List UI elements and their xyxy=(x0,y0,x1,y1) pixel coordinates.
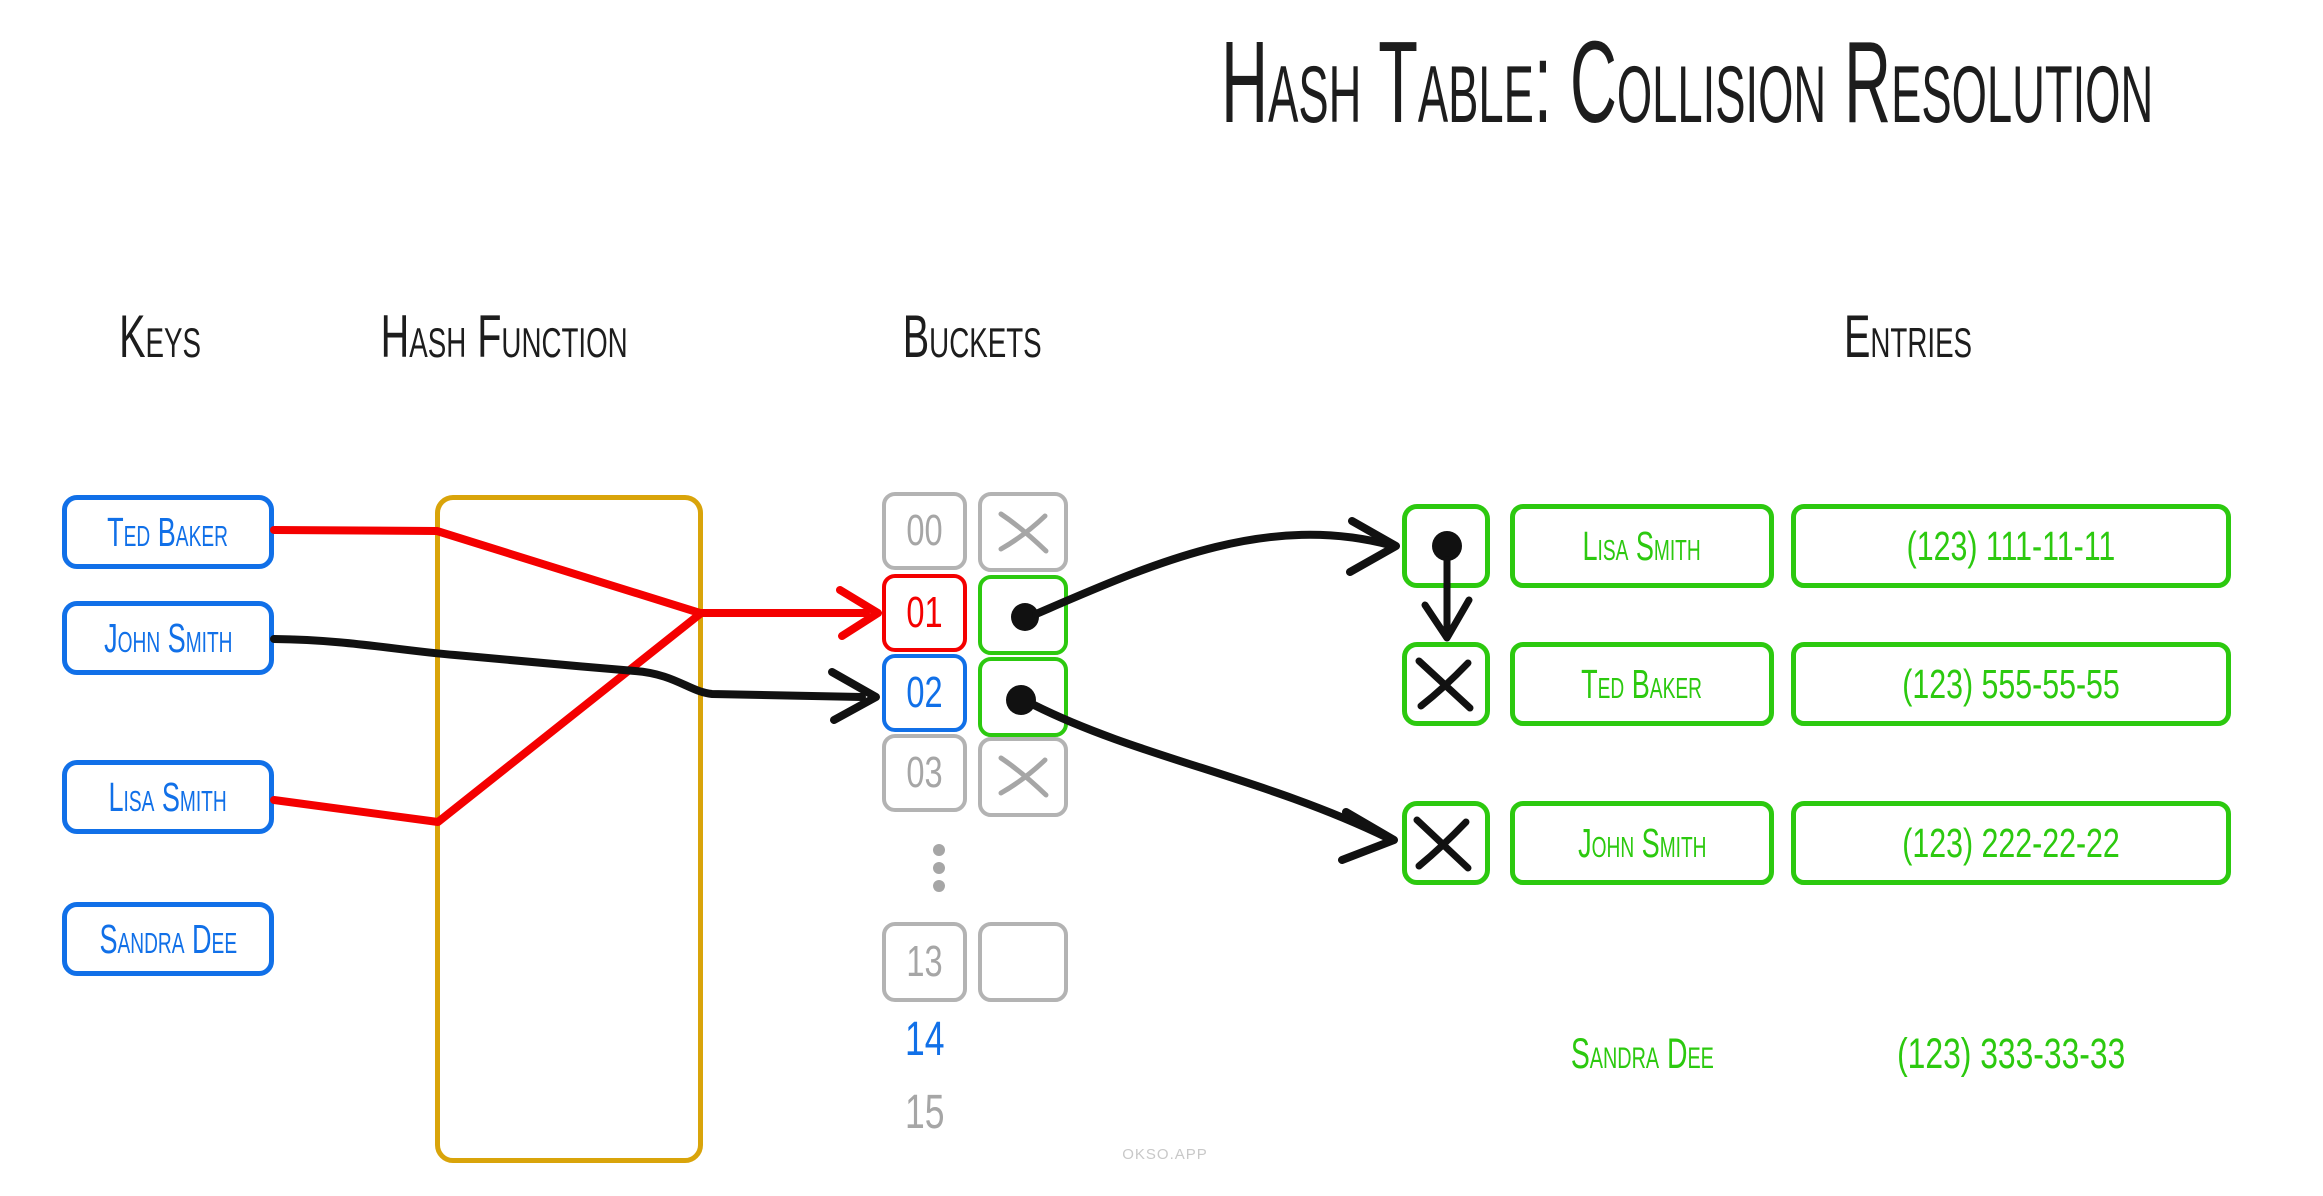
hash-function-box xyxy=(435,495,703,1163)
bucket-index-02: 02 xyxy=(882,654,967,732)
bucket-slot-02-occupied xyxy=(978,657,1068,737)
bucket-index-00: 00 xyxy=(882,492,967,570)
page-title-text: Hash Table: Collision Resolution xyxy=(1221,17,2154,147)
entry-phone-john-smith: (123) 222-22-22 xyxy=(1791,801,2231,885)
column-label-entries: Entries xyxy=(1843,302,1973,370)
column-label-hash-function: Hash Function xyxy=(380,302,628,370)
bucket-index-13: 13 xyxy=(882,922,967,1002)
page-title: Hash Table: Collision Resolution xyxy=(1140,17,2235,147)
bucket-slot-00-deleted xyxy=(978,492,1068,572)
bucket-index-15: 15 xyxy=(904,1085,945,1139)
key-box-sandra-dee: Sandra Dee xyxy=(62,902,274,976)
bucket01-to-lisa-arrow xyxy=(1011,517,1400,631)
column-label-buckets: Buckets xyxy=(902,302,1042,370)
watermark: OKSO.APP xyxy=(1122,1145,1208,1163)
column-label-keys: Keys xyxy=(119,302,201,370)
entry-name-john-smith: John Smith xyxy=(1510,801,1774,885)
entry-next-null-ted xyxy=(1402,642,1490,726)
key-box-ted-baker: Ted Baker xyxy=(62,495,274,569)
bucket-slot-03-deleted xyxy=(978,737,1068,817)
bucket-slot-13-empty xyxy=(978,922,1068,1002)
entry-phone-lisa-smith: (123) 111-11-11 xyxy=(1791,504,2231,588)
bucket-index-01-collision: 01 xyxy=(882,574,967,652)
bucket-index-14: 14 xyxy=(904,1012,945,1066)
unlinked-entry-phone: (123) 333-33-33 xyxy=(1896,1029,2126,1078)
entry-name-lisa-smith: Lisa Smith xyxy=(1510,504,1774,588)
bucket-gap-ellipsis xyxy=(933,844,945,892)
key-box-lisa-smith: Lisa Smith xyxy=(62,760,274,834)
entry-phone-ted-baker: (123) 555-55-55 xyxy=(1791,642,2231,726)
entry-next-null-john xyxy=(1402,801,1490,885)
entry-next-pointer-lisa xyxy=(1402,504,1490,588)
bucket-index-03: 03 xyxy=(882,734,967,812)
entry-name-ted-baker: Ted Baker xyxy=(1510,642,1774,726)
key-box-john-smith: John Smith xyxy=(62,601,274,675)
unlinked-entry-name: Sandra Dee xyxy=(1570,1029,1714,1078)
bucket-slot-01-occupied xyxy=(978,575,1068,655)
